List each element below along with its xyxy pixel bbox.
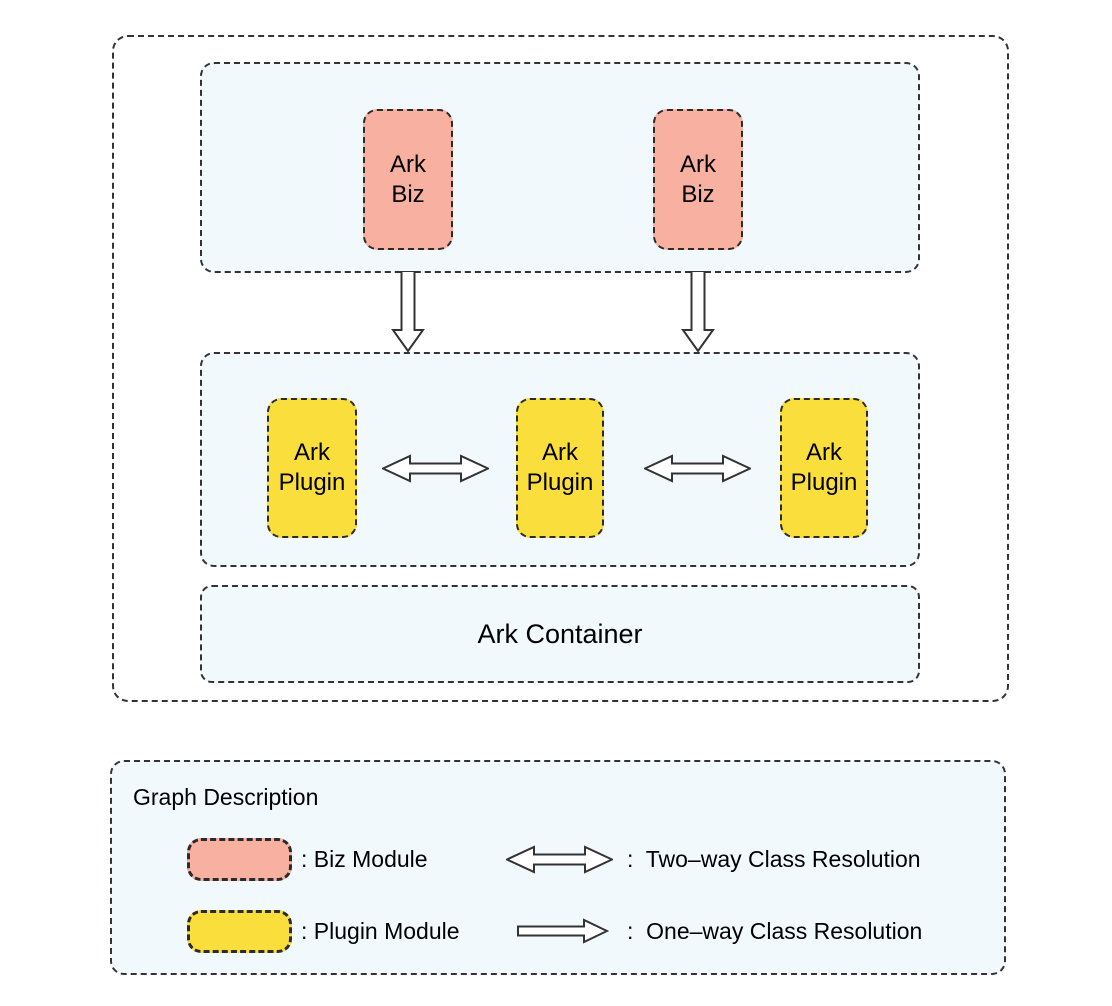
two-way-arrow-icon: [644, 454, 751, 483]
ark-plugin-box: Ark Plugin: [780, 398, 868, 538]
ark-biz-box: Ark Biz: [653, 109, 743, 250]
ark-biz-box: Ark Biz: [363, 109, 453, 250]
two-way-legend-label: : Two–way Class Resolution: [627, 846, 921, 872]
ark-plugin-box: Ark Plugin: [267, 398, 357, 538]
down-arrow-icon: [391, 271, 425, 353]
ark-biz-label: Ark Biz: [390, 150, 426, 208]
one-way-legend-label: : One–way Class Resolution: [627, 918, 923, 944]
two-way-arrow-icon: [506, 845, 613, 874]
ark-container-box: Ark Container: [200, 585, 920, 683]
ark-plugin-label: Ark Plugin: [278, 439, 346, 496]
ark-plugin-label: Ark Plugin: [790, 439, 858, 496]
down-arrow-icon: [681, 271, 715, 353]
ark-biz-label: Ark Biz: [680, 150, 716, 208]
ark-container-label: Ark Container: [477, 618, 643, 649]
plugin-module-swatch: [187, 910, 292, 953]
two-way-arrow-icon: [382, 454, 489, 483]
biz-module-swatch: [187, 838, 292, 881]
biz-module-legend-label: : Biz Module: [301, 846, 428, 872]
ark-plugin-box: Ark Plugin: [516, 398, 604, 538]
plugin-module-legend-label: : Plugin Module: [301, 918, 460, 944]
ark-plugin-label: Ark Plugin: [526, 439, 594, 496]
legend-title: Graph Description: [133, 783, 319, 810]
one-way-arrow-icon: [517, 918, 609, 944]
biz-layer-panel: [200, 62, 920, 273]
